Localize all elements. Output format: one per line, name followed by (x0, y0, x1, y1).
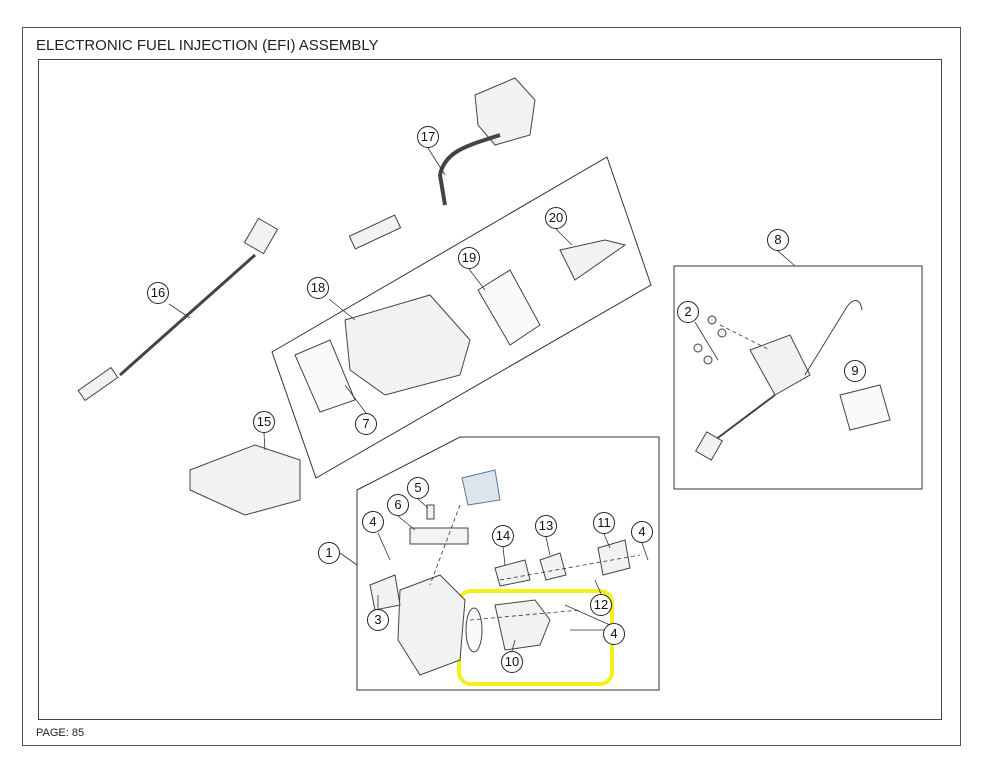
part-10-adapter (494, 599, 551, 651)
group-1-panel (356, 436, 660, 691)
part-7-gasket (294, 339, 356, 413)
part-5-screw (426, 504, 435, 520)
callout-13[interactable]: 13 (535, 515, 557, 537)
part-8-pump-flange (749, 334, 811, 396)
part-9-seal (839, 384, 891, 431)
part-19-gasket (477, 269, 541, 346)
part-14-injector (494, 559, 531, 587)
group-8-panel (673, 265, 923, 490)
part-11-regulator (597, 539, 631, 576)
part-16-cable (119, 253, 256, 377)
callout-10[interactable]: 10 (501, 651, 523, 673)
callout-14[interactable]: 14 (492, 525, 514, 547)
part-16-sensor (77, 366, 119, 402)
part-17-hose (437, 133, 501, 206)
part-10-seal (465, 607, 483, 653)
callout-15[interactable]: 15 (253, 411, 275, 433)
page-number: PAGE: 85 (36, 727, 85, 739)
callout-4-bottom[interactable]: 4 (603, 623, 625, 645)
diagram-frame (38, 59, 942, 720)
callout-3[interactable]: 3 (367, 609, 389, 631)
part-20-sensor (559, 239, 627, 281)
callout-18[interactable]: 18 (307, 277, 329, 299)
callout-4-right[interactable]: 4 (631, 521, 653, 543)
callout-1[interactable]: 1 (318, 542, 340, 564)
callout-11[interactable]: 11 (593, 512, 615, 534)
part-blue-sensor (461, 469, 501, 506)
part-3-bracket (369, 574, 401, 611)
page-title: ELECTRONIC FUEL INJECTION (EFI) ASSEMBLY (36, 37, 379, 54)
callout-17[interactable]: 17 (417, 126, 439, 148)
callout-7[interactable]: 7 (355, 413, 377, 435)
part-17-actuator (474, 77, 536, 146)
callout-4-left[interactable]: 4 (362, 511, 384, 533)
part-18-housing (344, 294, 471, 396)
part-1-throttle-body (397, 574, 466, 676)
part-6-sensor (409, 527, 469, 545)
callout-5[interactable]: 5 (407, 477, 429, 499)
callout-20[interactable]: 20 (545, 207, 567, 229)
part-16-connector (243, 217, 279, 255)
callout-19[interactable]: 19 (458, 247, 480, 269)
callout-8[interactable]: 8 (767, 229, 789, 251)
callout-12[interactable]: 12 (590, 594, 612, 616)
part-17-probe (348, 214, 402, 250)
callout-6[interactable]: 6 (387, 494, 409, 516)
callout-9[interactable]: 9 (844, 360, 866, 382)
callout-16[interactable]: 16 (147, 282, 169, 304)
part-13-clip (539, 552, 567, 581)
part-8-connector (695, 431, 723, 461)
page-frame (22, 27, 961, 746)
group-18-panel (271, 156, 652, 479)
callout-2[interactable]: 2 (677, 301, 699, 323)
part-15-ecu (189, 444, 301, 516)
